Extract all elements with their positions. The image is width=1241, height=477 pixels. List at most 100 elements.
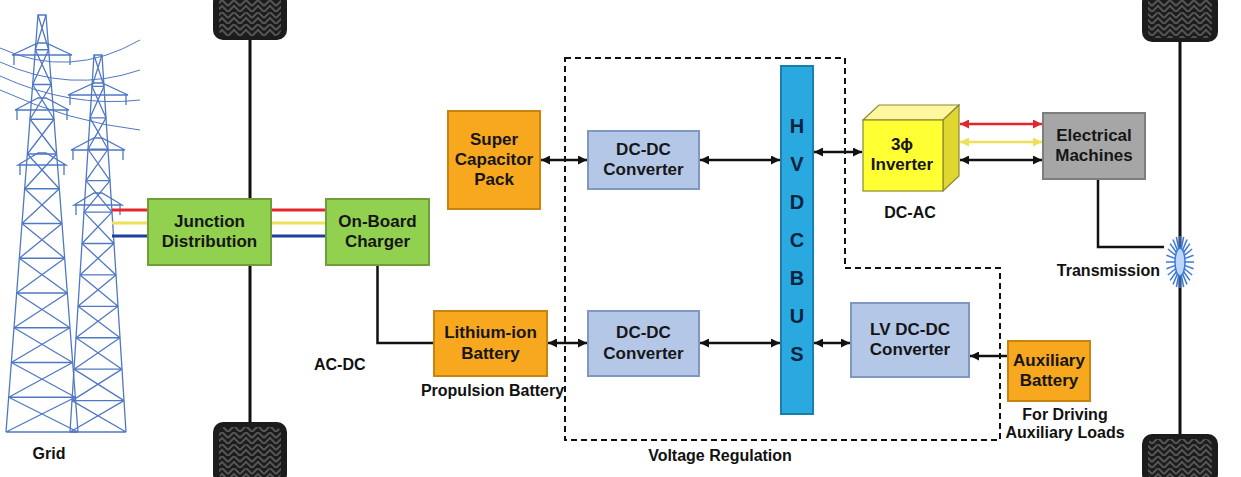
tower-lattice — [86, 149, 110, 180]
box-label: DC-DC Converter — [595, 323, 692, 363]
diagram-label: Voltage Regulation — [630, 447, 810, 465]
component-box: Lithium-ion Battery — [433, 310, 548, 377]
connector-line — [541, 159, 587, 162]
tower-lattice — [19, 224, 64, 259]
wheel — [1142, 0, 1218, 42]
power-line — [0, 40, 140, 62]
tower-lattice — [74, 193, 122, 215]
drawing-part — [213, 0, 287, 40]
drawing-part — [1148, 439, 1212, 477]
shaft-line — [1098, 180, 1164, 247]
wheel — [213, 0, 287, 40]
tower-lattice — [78, 275, 118, 306]
drawing-part — [863, 120, 943, 191]
box-label: On-Board Charger — [333, 212, 422, 252]
tower-lattice — [12, 43, 72, 65]
connector-line — [814, 342, 850, 345]
diagram-label: Grid — [14, 445, 84, 463]
tower-lattice — [90, 86, 106, 117]
tower-lattice — [18, 153, 66, 175]
power-line — [0, 76, 140, 102]
drawing-part — [1148, 0, 1212, 38]
connector-line — [272, 209, 325, 212]
diagram-label: AC-DC — [314, 356, 374, 374]
tower-lattice — [27, 119, 56, 154]
bus-bar: HV DC BUS — [780, 65, 814, 415]
box-label: Super Capacitor Pack — [455, 130, 533, 190]
connector-line — [272, 222, 325, 225]
box-label: Auxiliary Battery — [1013, 351, 1085, 391]
connector — [548, 343, 587, 344]
tower-lattice — [30, 85, 54, 120]
connector-line — [272, 235, 325, 238]
connector — [541, 160, 587, 161]
box-label: 3ϕ Inverter — [864, 135, 940, 175]
box-label: Junction Distribution — [155, 212, 264, 252]
box-label: Lithium-ion Battery — [441, 323, 540, 363]
connector — [700, 160, 780, 161]
component-box: Junction Distribution — [147, 198, 272, 266]
connector — [272, 210, 325, 236]
connector — [814, 343, 850, 344]
power-line — [0, 90, 140, 130]
box-label: DC-DC Converter — [595, 140, 692, 180]
drawing-part — [219, 0, 281, 36]
connector-line — [960, 159, 1042, 162]
axle — [1179, 40, 1182, 436]
tower-lattice — [6, 15, 78, 432]
tower-lattice — [11, 328, 72, 363]
tower-lattice — [17, 258, 68, 293]
tower-lattice — [72, 369, 124, 400]
connector — [814, 152, 862, 153]
tower-lattice — [22, 189, 62, 224]
connector — [960, 124, 1042, 160]
connector-line — [700, 159, 780, 162]
box-label: LV DC-DC Converter — [858, 320, 962, 360]
diagram-label: For Driving Auxiliary Loads — [995, 406, 1135, 443]
tower-lattice — [80, 244, 116, 275]
drawing-part — [1142, 0, 1218, 42]
component-box: DC-DC Converter — [587, 310, 700, 377]
diagram-label: Transmission — [1040, 262, 1160, 280]
tower-lattice — [82, 212, 114, 243]
tower-lattice — [35, 15, 48, 50]
box-label: HV DC BUS — [787, 107, 807, 373]
tower-lattice — [71, 138, 125, 160]
tower-lattice — [70, 401, 126, 432]
tower-lattice — [25, 154, 60, 189]
tower-lattice — [9, 363, 76, 398]
connector-line — [960, 123, 1042, 126]
connector-line — [378, 266, 434, 343]
component-box: Auxiliary Battery — [1007, 340, 1091, 402]
phase-wire — [112, 235, 148, 238]
phase-wire — [112, 222, 148, 225]
component-box: DC-DC Converter — [587, 130, 700, 190]
drawing-part — [1142, 434, 1218, 477]
connector-line — [814, 151, 862, 154]
tower-lattice — [76, 306, 120, 337]
region-outline — [565, 58, 1000, 440]
component-box: Super Capacitor Pack — [447, 110, 541, 210]
phase-wire — [112, 209, 148, 212]
connector — [970, 356, 1007, 357]
tower-lattice — [14, 293, 70, 328]
drawing-part — [219, 427, 281, 477]
drawing-part — [213, 422, 287, 477]
connector — [378, 266, 434, 343]
wheel — [1142, 434, 1218, 477]
tower-lattice — [92, 55, 104, 86]
tower-lattice — [15, 98, 69, 120]
box-label: Electrical Machines — [1050, 126, 1138, 166]
connector-line — [548, 342, 587, 345]
component-box: On-Board Charger — [325, 198, 430, 266]
component-box: Electrical Machines — [1042, 112, 1146, 180]
connector-line — [700, 342, 780, 345]
connector-line — [960, 141, 1042, 144]
tower-lattice — [70, 55, 126, 432]
inverter-cube: 3ϕ Inverter — [862, 104, 960, 192]
connector — [700, 343, 780, 344]
diagram-label: DC-AC — [870, 204, 950, 222]
tower-lattice — [74, 338, 122, 369]
transmission-gear — [1166, 236, 1194, 288]
component-box: LV DC-DC Converter — [850, 302, 970, 378]
